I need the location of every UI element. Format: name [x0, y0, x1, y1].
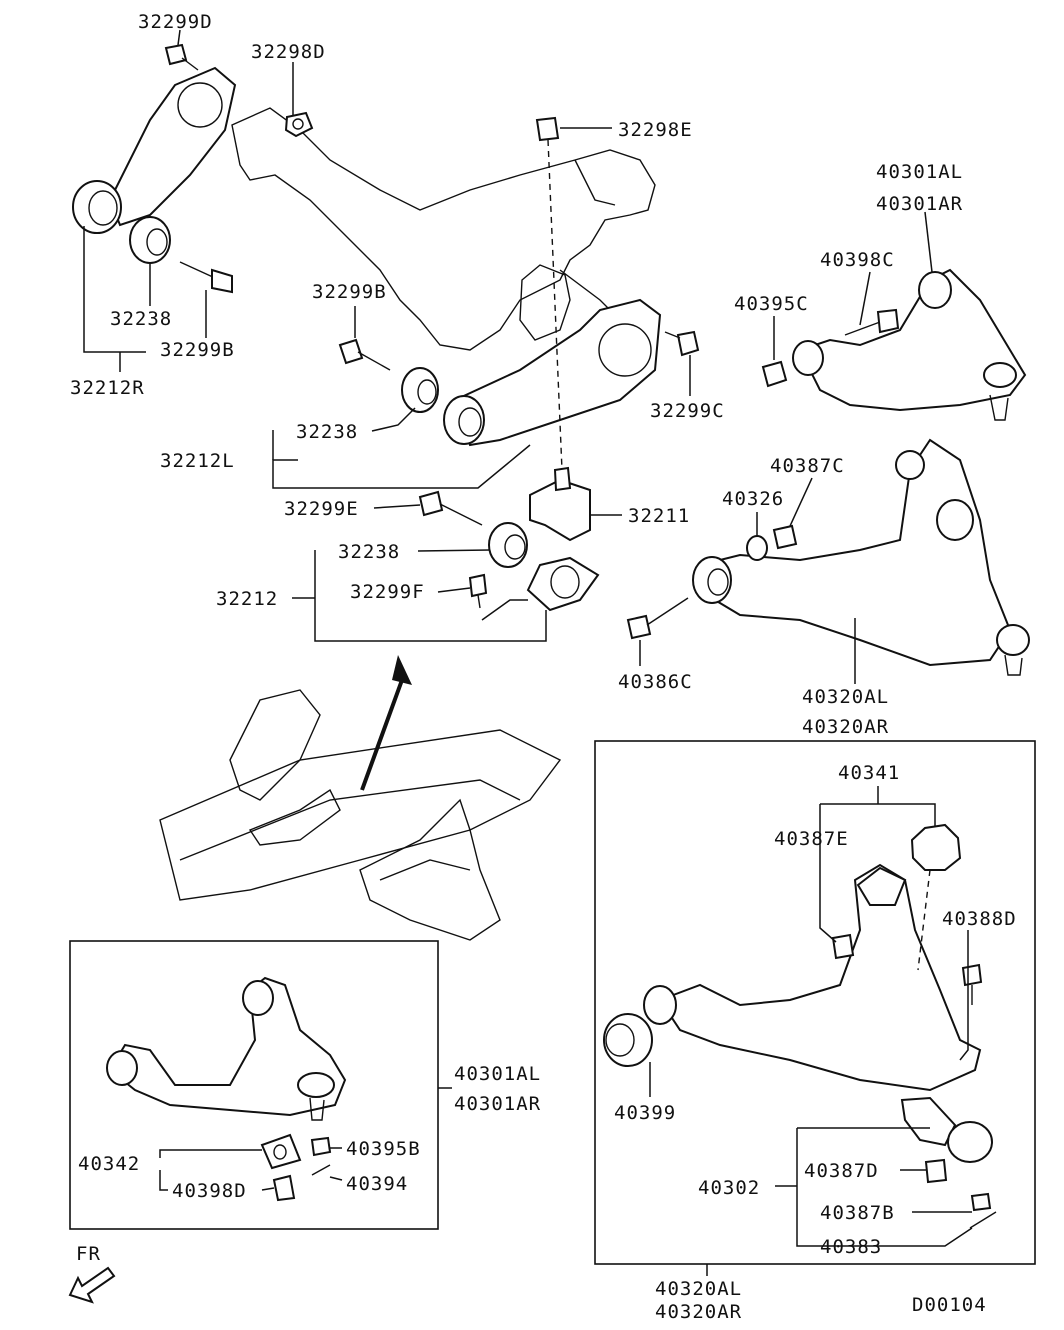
bushing-40399 [603, 1013, 653, 1067]
mount-32212 [526, 556, 600, 612]
label-32299E: 32299E [284, 498, 359, 520]
bolt-32299F [468, 573, 488, 609]
vehicle-underbody-overview [159, 689, 562, 941]
ball-joint-centerline [917, 869, 931, 971]
washer-40326 [746, 535, 768, 561]
nut-40395C [761, 360, 788, 388]
label-32299B-a: 32299B [160, 339, 235, 361]
ball-joint-40302 [900, 1096, 993, 1163]
bolt-40388D [961, 963, 983, 1005]
mount-centerline [547, 139, 563, 471]
bolt-40398D [272, 1174, 296, 1202]
label-40387E: 40387E [774, 828, 849, 850]
label-32298E: 32298E [618, 119, 693, 141]
bushing-32238-b [401, 367, 439, 413]
label-40395B: 40395B [346, 1138, 421, 1160]
label-40387D: 40387D [804, 1160, 879, 1182]
nut-40395B [310, 1136, 332, 1157]
label-40398D: 40398D [172, 1180, 247, 1202]
bolt-32299D [164, 43, 199, 71]
label-32299F: 32299F [350, 581, 425, 603]
label-40320AR-b: 40320AR [655, 1301, 742, 1323]
upper-arm-40301A [792, 268, 1027, 421]
label-32238-c: 32238 [338, 541, 400, 563]
label-40301AR-a: 40301AR [876, 193, 963, 215]
bolt-40398C [844, 308, 900, 336]
trailing-arm-32212R [72, 66, 237, 234]
label-40342: 40342 [78, 1153, 140, 1175]
label-40386C: 40386C [618, 671, 693, 693]
label-FR: FR [76, 1243, 101, 1265]
bolt-32299B-a [179, 261, 233, 294]
nut-40387C [772, 524, 798, 550]
label-40383: 40383 [820, 1236, 882, 1258]
label-32238-b: 32238 [296, 421, 358, 443]
pin-40394 [311, 1164, 331, 1176]
bolt-32299C [664, 330, 700, 357]
front-direction-arrow [68, 1266, 116, 1304]
label-32238-a: 32238 [110, 308, 172, 330]
label-40301AL-b: 40301AL [454, 1063, 541, 1085]
label-40326: 40326 [722, 488, 784, 510]
bolt-40386C [626, 597, 689, 640]
nut-40387B [970, 1192, 992, 1212]
label-32212L: 32212L [160, 450, 235, 472]
ball-joint-dust-cover-40341 [910, 823, 962, 871]
label-32298D: 32298D [251, 41, 326, 63]
inset-box-lower-arm [594, 740, 1036, 1265]
bolt-32299E [418, 490, 483, 526]
rear-crossmember-outline [231, 107, 656, 351]
label-40301AL-a: 40301AL [876, 161, 963, 183]
label-32299B-b: 32299B [312, 281, 387, 303]
label-40394: 40394 [346, 1173, 408, 1195]
label-40395C: 40395C [734, 293, 809, 315]
label-40387C: 40387C [770, 455, 845, 477]
label-40388D: 40388D [942, 908, 1017, 930]
diagram-code: D00104 [912, 1294, 987, 1316]
label-40387B: 40387B [820, 1202, 895, 1224]
label-40341: 40341 [838, 762, 900, 784]
bolt-32299B-b [338, 338, 391, 371]
label-40398C: 40398C [820, 249, 895, 271]
trailing-arm-32212L [443, 298, 662, 447]
lower-arm-40320A [692, 438, 1030, 676]
label-40320AR-a: 40320AR [802, 716, 889, 738]
label-32211: 32211 [628, 505, 690, 527]
nut-32298D [284, 111, 314, 138]
nut-32298E [535, 116, 560, 142]
leader-lines [83, 29, 973, 1276]
direction-arrow-up [360, 655, 412, 791]
bracket-32211 [529, 466, 591, 542]
label-40399: 40399 [614, 1102, 676, 1124]
label-40320AL-a: 40320AL [802, 686, 889, 708]
nut-40387D [924, 1158, 948, 1184]
lower-arm-40320A-inset [643, 863, 982, 1092]
label-40301AR-b: 40301AR [454, 1093, 541, 1115]
inset-box-upper-arm [69, 940, 439, 1230]
label-32299D: 32299D [138, 11, 213, 33]
label-40320AL-b: 40320AL [655, 1278, 742, 1300]
label-32299C: 32299C [650, 400, 725, 422]
pin-40383 [969, 1211, 997, 1229]
part-labels: 32299D 32298D 32298E 32238 32299B 32212R… [70, 11, 1017, 1323]
label-32212: 32212 [216, 588, 278, 610]
bushing-32238-c [488, 522, 528, 568]
bushing-32238-a [129, 216, 171, 264]
label-40302: 40302 [698, 1177, 760, 1199]
nut-40387E [831, 933, 855, 960]
label-32212R: 32212R [70, 377, 145, 399]
upper-arm-40301A-inset [106, 976, 347, 1121]
bracket-40342 [260, 1133, 302, 1170]
